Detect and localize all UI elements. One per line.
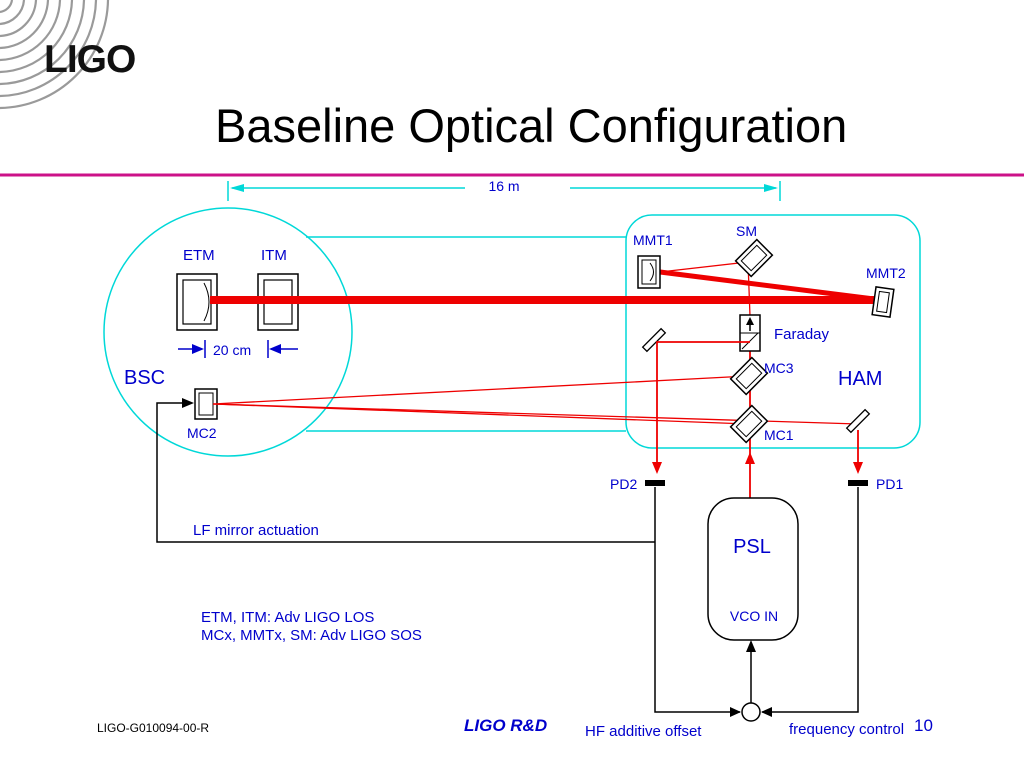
- pd1-label: PD1: [876, 476, 903, 492]
- mmt1-optic: [637, 255, 661, 289]
- dimension-20cm-label: 20 cm: [213, 342, 251, 358]
- footer-center-label: LIGO R&D: [464, 716, 548, 735]
- dimension-16m: [227, 181, 781, 201]
- itm-label: ITM: [261, 247, 287, 264]
- sum-arrow-left: [730, 707, 741, 717]
- ham-chamber: [625, 214, 921, 449]
- psl-box: [707, 497, 799, 641]
- vco-in-label: VCO IN: [730, 608, 778, 624]
- vco-arrow-head: [746, 640, 756, 652]
- sum-arrow-right: [761, 707, 772, 717]
- summing-node: [741, 702, 761, 722]
- hf-offset-label: HF additive offset: [585, 723, 702, 740]
- ligo-logo: LIGO: [44, 38, 136, 81]
- main-beam-overlay: [210, 296, 880, 304]
- psl-beam-arrow: [745, 452, 755, 464]
- mmt1-label: MMT1: [633, 232, 673, 248]
- lf-actuation-label: LF mirror actuation: [193, 522, 319, 539]
- sm-optic: [734, 238, 774, 278]
- mc3-optic: [729, 356, 769, 396]
- psl-label: PSL: [733, 536, 771, 558]
- mmt2-optic: [871, 286, 895, 318]
- mc-beam-upper: [212, 375, 749, 405]
- frequency-control-label: frequency control: [789, 721, 904, 738]
- mc3-label: MC3: [764, 360, 794, 376]
- pd2-detector: [645, 480, 665, 486]
- bsc-chamber: [103, 207, 353, 457]
- pd1-beam-arrow: [853, 462, 863, 474]
- mc1-optic: [729, 404, 769, 444]
- note-line-1: ETM, ITM: Adv LIGO LOS: [201, 609, 374, 626]
- dimension-16m-label: 16 m: [488, 178, 519, 194]
- mmt2-label: MMT2: [866, 265, 906, 281]
- sm-label: SM: [736, 223, 757, 239]
- pickoff-mirror-right: [845, 408, 871, 434]
- faraday-label: Faraday: [774, 326, 830, 343]
- faraday-isolator: [739, 314, 761, 352]
- note-line-2: MCx, MMTx, SM: Adv LIGO SOS: [201, 627, 422, 644]
- sm-beam: [659, 261, 751, 317]
- slide-title: Baseline Optical Configuration: [215, 99, 848, 152]
- pd2-label: PD2: [610, 476, 637, 492]
- ham-label: HAM: [838, 368, 882, 390]
- mc1-label: MC1: [764, 427, 794, 443]
- pd1-detector: [848, 480, 868, 486]
- etm-label: ETM: [183, 247, 215, 264]
- etm-optic: [176, 273, 218, 331]
- lf-arrow-head: [182, 398, 194, 408]
- mmt-beam: [659, 269, 883, 303]
- pickoff-mirror-left: [641, 327, 667, 353]
- dimension-20cm: [178, 340, 298, 358]
- bsc-label: BSC: [124, 367, 165, 389]
- signal-wiring: [156, 402, 859, 713]
- pd2-beam: [656, 341, 750, 470]
- pd2-beam-arrow: [652, 462, 662, 474]
- mc2-label: MC2: [187, 425, 217, 441]
- page-number: 10: [914, 716, 933, 735]
- footer-document-id: LIGO-G010094-00-R: [97, 721, 210, 735]
